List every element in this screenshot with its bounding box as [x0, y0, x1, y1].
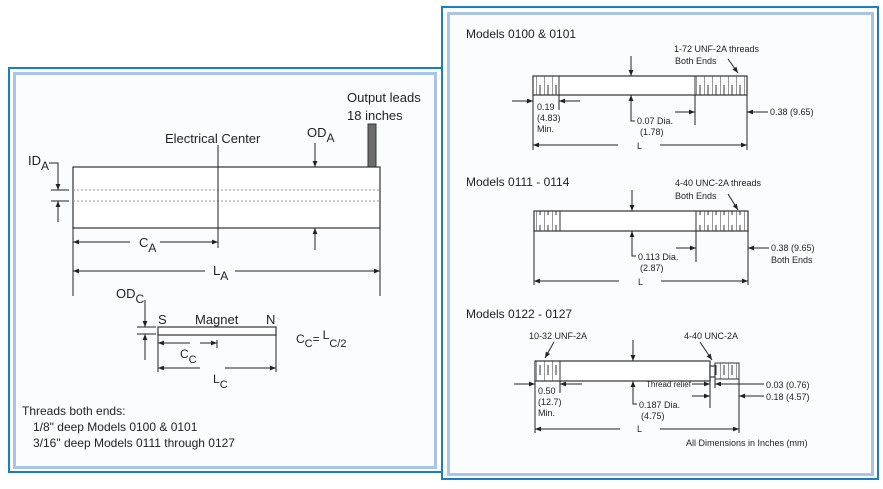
dia-value-mm: (4.75) — [641, 411, 665, 421]
l-c-label: LC — [213, 372, 228, 391]
thread-both-ends-label: Both Ends — [675, 56, 717, 66]
electrical-center-label: Electrical Center — [165, 131, 261, 146]
north-pole-label: N — [266, 312, 275, 327]
coil-body — [72, 166, 381, 229]
thread-left — [534, 360, 561, 382]
section-models-0111-0114: Models 0111 - 0114 4-40 UNC-2A threads B… — [466, 175, 815, 287]
dia-value-mm: (2.87) — [640, 263, 664, 273]
units-footnote: All Dimensions in Inches (mm) — [686, 438, 808, 448]
magnet-core-drawing: ODC S Magnet N CC LC CC=LC/2 — [116, 286, 346, 391]
min-length-value: 0.19 — [537, 102, 555, 112]
dia-leader — [632, 381, 637, 405]
thread-relief-label: Thread relief — [646, 380, 692, 389]
thread-left-label: 10-32 UNF-2A — [529, 331, 587, 341]
section-models-0100-0101: Models 0100 & 0101 1-72 UNF-2A threads B… — [466, 27, 814, 151]
thread-left-pointer — [544, 341, 555, 359]
coil-assembly-drawing: Output leads 18 inches Electrical Center… — [28, 90, 421, 296]
thread-relief — [709, 365, 716, 378]
thread-left — [533, 210, 561, 232]
min-length-mm: (4.83) — [537, 113, 561, 123]
end-length-value: 0.38 (9.65) — [770, 107, 814, 117]
min-length-note: Min. — [537, 124, 554, 134]
section-title: Models 0122 - 0127 — [466, 307, 572, 321]
end-length-value: 0.38 (9.65) — [771, 243, 815, 253]
magnet-body — [157, 326, 277, 336]
id-a-label: IDA — [28, 153, 49, 173]
length-label: L — [637, 141, 642, 151]
section-title: Models 0111 - 0114 — [466, 175, 570, 189]
length-label: L — [638, 277, 643, 287]
dia-value: 0.113 Dia. — [638, 252, 678, 262]
thread-right — [714, 362, 740, 380]
length-label: L — [637, 424, 642, 434]
threads-note-line-2: 3/16" deep Models 0111 through 0127 — [33, 436, 235, 450]
threads-note-title: Threads both ends: — [22, 404, 125, 418]
thread-right-label: 4-40 UNC-2A — [684, 331, 738, 341]
section-title: Models 0100 & 0101 — [466, 27, 576, 41]
magnet-label: Magnet — [195, 312, 239, 327]
od-a-label: ODA — [307, 125, 335, 145]
thread-left — [532, 75, 560, 96]
thread-right-pointer — [699, 341, 713, 361]
south-pole-label: S — [158, 312, 167, 327]
l-a-label: LA — [213, 263, 228, 283]
id-a-arrow-top — [49, 162, 61, 190]
end-length-value: 0.18 (4.57) — [766, 392, 810, 402]
dia-value: 0.187 Dia. — [639, 400, 680, 410]
dia-value: 0.07 Dia. — [637, 116, 673, 126]
dia-leader — [630, 95, 635, 122]
relief-length-value: 0.03 (0.76) — [766, 380, 810, 390]
center-formula: CC=LC/2 — [296, 328, 346, 350]
c-a-label: CA — [139, 235, 156, 255]
section-models-0122-0127: Models 0122 - 0127 10-32 UNF-2A 4-40 UNC… — [466, 307, 810, 448]
c-c-label: CC — [180, 347, 197, 366]
thread-both-ends-label: Both Ends — [675, 191, 717, 201]
threads-note-line-1: 1/8" deep Models 0100 & 0101 — [33, 420, 198, 434]
od-c-label: ODC — [116, 286, 145, 306]
thread-spec-label: 4-40 UNC-2A threads — [675, 178, 762, 188]
thread-spec-label: 1-72 UNF-2A threads — [674, 44, 760, 54]
dia-value-mm: (1.78) — [640, 127, 664, 137]
thread-pointer — [727, 193, 739, 211]
end-length-note: Both Ends — [771, 255, 813, 265]
min-length-value: 0.50 — [538, 386, 556, 396]
output-lead — [367, 123, 377, 168]
thread-right — [695, 210, 749, 232]
rod-body — [534, 360, 711, 382]
thread-right — [694, 75, 748, 96]
thread-pointer — [727, 58, 739, 74]
min-length-note: Min. — [538, 408, 555, 418]
output-leads-label: Output leads — [347, 90, 421, 105]
threads-note: Threads both ends: 1/8" deep Models 0100… — [22, 404, 235, 450]
dia-leader — [631, 231, 636, 257]
output-leads-length: 18 inches — [347, 108, 403, 123]
min-length-mm: (12.7) — [538, 397, 562, 407]
